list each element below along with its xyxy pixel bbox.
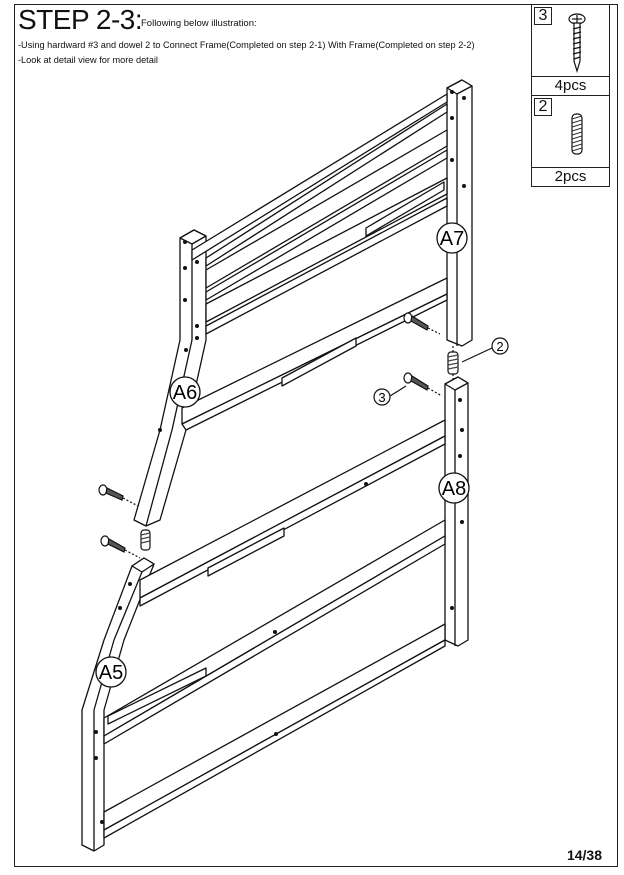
hardware-panel: 3 4pcs 2 2pcs — [531, 4, 610, 187]
hardware-number: 2 — [534, 98, 552, 116]
post-a6 — [133, 229, 207, 527]
instruction-line-2: -Look at detail view for more detail — [18, 55, 158, 65]
screw-callout-number: 3 — [378, 390, 385, 405]
part-label-a5-text: A5 — [99, 662, 123, 684]
dowel-callout-number: 2 — [496, 339, 503, 354]
screw-icon — [98, 484, 139, 507]
screw-icon — [100, 535, 141, 559]
step-subtitle: Following below illustration: — [141, 18, 257, 29]
part-label-a6-text: A6 — [173, 382, 197, 404]
part-label-a8 — [438, 472, 470, 504]
screw-icon — [403, 372, 443, 397]
part-label-a8-text: A8 — [442, 478, 466, 500]
page-border — [14, 4, 618, 867]
hardware-number: 3 — [534, 7, 552, 25]
instruction-line-1: -Using hardward #3 and dowel 2 to Connec… — [18, 40, 475, 50]
post-a7 — [446, 79, 473, 347]
post-a8 — [444, 376, 469, 647]
hardware-quantity: 2pcs — [532, 167, 609, 186]
part-label-a6 — [169, 376, 201, 408]
part-label-a7 — [436, 222, 468, 254]
part-label-a5 — [95, 656, 127, 688]
hardware-item-screw: 3 4pcs — [532, 5, 609, 96]
hardware-quantity: 4pcs — [532, 76, 609, 95]
step-title: STEP 2-3: — [18, 4, 143, 35]
screw-icon — [403, 312, 441, 335]
part-label-a7-text: A7 — [440, 228, 464, 250]
dowel-icon — [140, 529, 151, 551]
page-number: 14/38 — [566, 847, 602, 863]
dowel-icon — [447, 346, 459, 380]
dowel-icon — [571, 113, 583, 155]
hardware-item-dowel: 2 2pcs — [532, 96, 609, 186]
screw-icon — [568, 13, 586, 74]
